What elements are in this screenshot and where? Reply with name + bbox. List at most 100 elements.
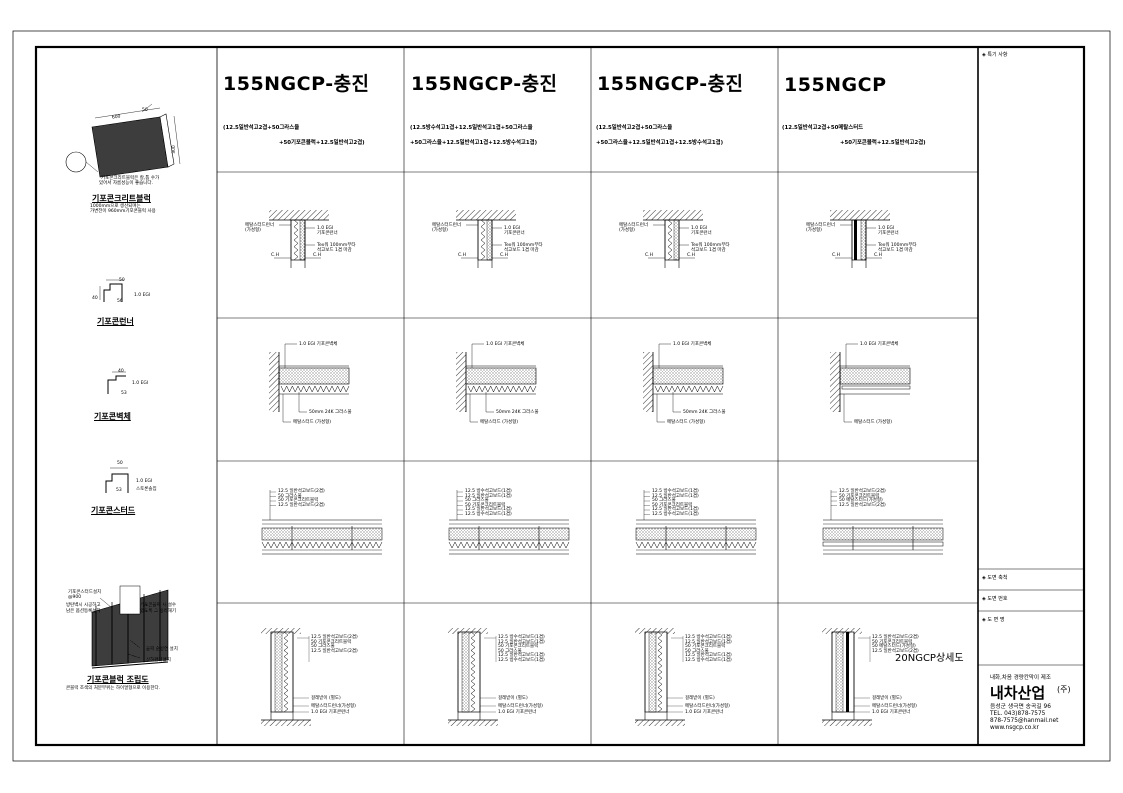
r1-label-stud-2: (가성형) <box>245 228 261 233</box>
assembly-leader-2 <box>129 639 141 649</box>
wall-hatch <box>643 352 653 412</box>
block-strip <box>461 631 470 713</box>
asm-call-5: 상하런너설치 <box>146 658 171 663</box>
r4-layer-4: 12.5 일반석고보드(1겹) <box>498 653 545 658</box>
block-dim-t-line <box>141 103 153 113</box>
asm-call-1b: @900 <box>68 595 82 600</box>
r1-label-egi-2: 기포콘런너 <box>878 231 899 236</box>
r3-label-2: 50 기포콘크리트블럭 <box>278 498 319 503</box>
insulation-zigzag <box>480 219 486 261</box>
wool-zigzag <box>280 385 350 393</box>
r4-b3: 1.0 EGI 기포콘런너 <box>872 710 911 715</box>
asm-call-2: 방탄벽시 시공하고 <box>66 603 101 608</box>
block-layer <box>486 219 493 261</box>
assembly-note: 콘블럭 조색의 처분부위는 하이얼형으로 이용한다. <box>66 686 161 691</box>
block-front-face <box>91 116 169 178</box>
col3-title: 155NGCP-충진 <box>597 73 744 95</box>
r1-label-tex-2: 석고보드 1겹 마감 <box>691 248 726 253</box>
block-detail-leader <box>85 161 99 173</box>
r4-layer-2: 50 기포콘크리트블럭 <box>498 644 539 649</box>
col1-spec-2: +50기포콘블럭+12.5일반석고2겹) <box>279 140 365 146</box>
block-core <box>635 527 757 541</box>
block-dim-height: 300 <box>171 145 177 154</box>
detail-column-2 <box>448 210 570 726</box>
r1-label-stud: 메탈스터드런너 <box>619 223 648 228</box>
r3-label-2: 50 메탈스터드(가성형) <box>839 498 883 503</box>
wool-band <box>635 541 757 549</box>
r1-label-stud: 메탈스터드런너 <box>806 223 835 228</box>
stud-label-2: 스토론솔집 <box>136 487 157 492</box>
stud-band <box>822 541 944 547</box>
detail-column-4 <box>822 210 944 726</box>
wall-hatch <box>456 352 466 412</box>
assembly-wall <box>91 589 169 667</box>
block-dim-h-line <box>173 115 181 165</box>
drawing-overlay-label: 20NGCP상세도 <box>895 653 964 664</box>
r2-label-top: 1.0 EGI 기포콘벽체 <box>860 342 899 347</box>
r1-label-egi: 1.0 EGI <box>691 226 708 231</box>
block-strip <box>274 631 283 713</box>
r3-label-2: 50 그라스울 <box>465 498 489 503</box>
r4-b1: 걸레받이 (별도) <box>498 696 528 701</box>
r4-layer-2: 50 기포콘크리트블럭 <box>685 644 726 649</box>
col3-spec-2: +50그라스울+12.5일반석고1겹+12.5방수석고1겹) <box>596 140 724 146</box>
block-layer <box>860 219 867 261</box>
r1-label-tex-2: 석고보드 1겹 마감 <box>504 248 539 253</box>
wall-hatch <box>830 352 840 412</box>
wall-dim-w: 40 <box>118 369 124 374</box>
top-hatch <box>448 628 488 634</box>
block-core <box>261 527 383 541</box>
block-detail-circle <box>65 151 87 173</box>
stud-title: 기포콘스터드 <box>91 506 136 515</box>
tb-drawing-no: ◈ 도면 번호 <box>982 596 1008 602</box>
block-core <box>822 527 944 541</box>
insulation-zigzag <box>293 219 299 261</box>
r4-b3: 1.0 EGI 기포콘런너 <box>311 710 350 715</box>
r4-layer-3: 12.5 일반석고보드(2겹) <box>311 648 358 654</box>
wall-material: 1.0 EGI <box>132 381 149 386</box>
r3-label-5: 12.5 방수석고보드(1겹) <box>465 511 512 517</box>
r4-layer-1: 12.5 일반석고보드(1겹) <box>498 639 545 645</box>
wall-title: 기포콘벽체 <box>94 412 131 421</box>
col2-title: 155NGCP-충진 <box>411 73 558 95</box>
block-band <box>652 367 724 385</box>
detail-column-1 <box>261 210 383 726</box>
r3-label-1: 50 그라스울 <box>278 493 302 499</box>
r3-label-0: 12.5 방수석고보드(1겹) <box>652 489 699 494</box>
ceiling-slab-hatch <box>456 210 516 220</box>
r2-label-wool: 50mm 24K 그라스울 <box>683 410 726 415</box>
r4-layer-0: 12.5 일반석고보드(2겹) <box>311 635 358 640</box>
r4-layer-1: 12.5 일반석고보드(1겹) <box>685 639 732 645</box>
r2-label-top: 1.0 EGI 기포콘벽체 <box>486 342 525 347</box>
r4-layer-2: 50 메탈스터드(가성형) <box>872 644 916 649</box>
wool-band <box>448 541 570 549</box>
wall-hatch <box>269 352 279 412</box>
corner-dim-n: 56 <box>117 299 123 304</box>
block-dim-w-line <box>94 107 161 119</box>
r4-b3: 1.0 EGI 기포콘런너 <box>685 710 724 715</box>
ceiling-slab-hatch <box>269 210 329 220</box>
r1-label-tex: Tex워 100mm무타 <box>878 243 917 248</box>
r4-b2: 메탈스터드런너(가성형) <box>498 704 543 709</box>
r3-label-4: 12.5 일반석고보드(1겹) <box>465 507 512 512</box>
asm-call-2b: 남은 옵션등록설치 <box>66 609 101 614</box>
r3-label-2: 50 그라스울 <box>652 498 676 503</box>
r1-label-tex: Tex워 100mm무타 <box>317 243 356 248</box>
asm-call-1: 기포콘스터드설치 <box>68 590 102 595</box>
block-layer <box>299 219 306 261</box>
wool-vertical <box>470 631 476 713</box>
top-hatch <box>635 628 675 634</box>
r4-layer-3: 50 그라스울 <box>498 648 522 654</box>
r1-label-egi: 1.0 EGI <box>317 226 334 231</box>
r4-layer-2: 50 그라스울 <box>311 644 335 649</box>
col4-spec-2: +50기포콘블럭+12.5일반석고2겹) <box>840 140 926 146</box>
tb-special-notes: ◈ 특기 사항 <box>982 52 1008 58</box>
stud-profile <box>105 473 129 493</box>
ceiling-slab-hatch <box>830 210 890 220</box>
ceiling-slab-hatch <box>643 210 703 220</box>
col1-spec-1: (12.5일반석고2겹+50그라스울 <box>223 125 300 131</box>
r1-label-ch-left: C.H <box>458 253 466 258</box>
r3-label-3: 50 기포콘크리트블럭 <box>465 502 506 508</box>
r1-label-egi-2: 기포콘런너 <box>504 231 525 236</box>
col4-spec-1: (12.5일반석고2겹+50메탈스터드 <box>782 125 864 131</box>
